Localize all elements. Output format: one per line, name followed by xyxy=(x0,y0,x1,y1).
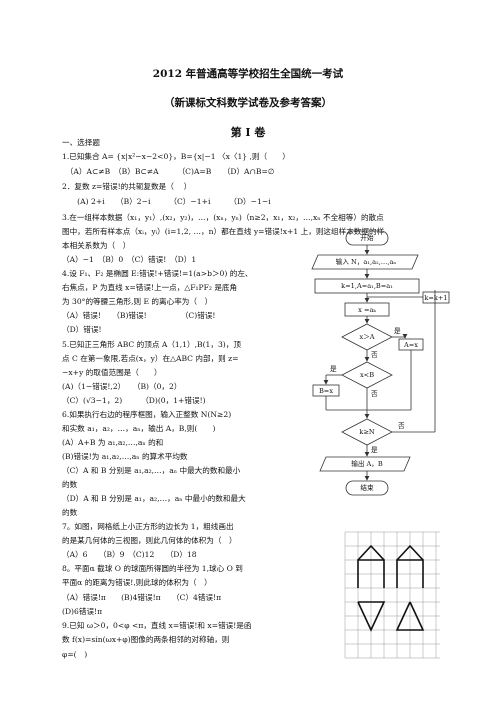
question-5-options-cd: （C）(√3−1，2) （D)(0，1+错误!) xyxy=(62,396,206,405)
question-5-options-ab: (A)（1−错误!,2） （B)（0，2） xyxy=(62,382,182,391)
flow-increment-node xyxy=(422,291,450,304)
flow-cond2-no: 否 xyxy=(371,390,378,398)
flow-cond2-label: x<B xyxy=(359,371,375,379)
flow-input-label: 输入 N，a₁,a₂,…,aₙ xyxy=(335,258,397,266)
flow-cond3-label: k≥N xyxy=(359,428,375,436)
flow-cond1-label: x＞A xyxy=(359,333,375,341)
flow-end-terminal xyxy=(345,480,389,496)
flow-cond3-yes: 是 xyxy=(371,446,378,454)
question-6-option-c: （C）A 和 B 分别是 a₁,a₂,…，aₙ 中最大的数和最小 xyxy=(62,466,241,475)
question-9-line-2: 数 f(x)=sin(ωx+φ)图像的两条相邻的对称轴，则 xyxy=(62,635,230,644)
question-3-options: （A）−1 （B）0 （C）错误! （D）1 xyxy=(62,255,197,264)
flow-set-b-label: B=x xyxy=(318,387,334,395)
flow-cond2-yes: 是 xyxy=(330,365,337,373)
question-6-option-c-cont: 的数 xyxy=(62,480,78,489)
question-2-stem: 2．复数 z=错误!的共轭复数是（ ） xyxy=(62,182,192,191)
question-4-line-1: 4.设 F₁、F₂ 是椭圆 E:错误!+错误!=1(a>b＞0) 的左、 xyxy=(62,269,253,278)
flow-input-node xyxy=(311,254,419,270)
three-view-grid xyxy=(344,531,440,659)
flow-assign-label: x =aₖ xyxy=(358,306,376,314)
flow-set-a-label: A=x xyxy=(403,341,418,349)
question-2-options: (A) 2+i （B）2−i （C）−1+i （D）−1−i xyxy=(62,197,271,206)
question-5-line-2: 点 C 在第一象限,若点(x，y）在△ABC 内部，则 z= xyxy=(62,354,239,363)
question-6-option-b: (B)错误!为 a₁,a₂,…,aₙ 的算术平均数 xyxy=(62,452,188,461)
flow-cond3-no: 否 xyxy=(398,422,405,430)
flow-start-label: 开始 xyxy=(360,234,374,242)
three-view-outline xyxy=(357,544,425,632)
question-4-line-3: 为 30°的等腰三角形,则 E 的离心率为（ ） xyxy=(62,297,213,306)
question-7-line-2: 的是某几何体的三视图，则此几何体的体积为（ ） xyxy=(62,536,237,545)
question-8-line-2: 平面α 的距离为错误!,则此球的体积为（ ） xyxy=(62,578,212,587)
flow-cond1-yes: 是 xyxy=(394,327,401,335)
flow-init-label: k=1,A=a₁,B=a₁ xyxy=(341,282,393,290)
flow-cond1-no: 否 xyxy=(371,351,378,359)
section-heading: 一、选择题 xyxy=(62,138,100,147)
question-5-line-3: −x+y 的取值范围是（ ） xyxy=(62,368,162,377)
question-7-line-1: 7。如图，网格纸上小正方形的边长为 1，粗线画出 xyxy=(62,522,234,531)
exam-subtitle: （新课标文科数学试卷及参考答案） xyxy=(164,97,332,109)
flow-increment-label: k=k+1 xyxy=(424,294,448,302)
question-8-options: （A）错误!π (B)4错误!π （C）4错误!π xyxy=(62,593,222,602)
question-5-line-1: 5.已知正三角形 ABC 的顶点 A（1,1）,B(1，3)，顶 xyxy=(62,340,241,349)
question-6-option-a: (A）A+B 为 a₁,a₂,…,aₙ 的和 xyxy=(62,438,164,447)
flow-end-label: 结束 xyxy=(360,484,374,492)
question-6-option-d-cont: 的数 xyxy=(62,508,78,517)
question-9-line-3: φ=( ) xyxy=(62,650,88,659)
question-3-line-1: 3.在一组样本数据（x₁，y₁）,(x₂，y₂)，…，(xₙ，yₙ)（n≥2，x… xyxy=(62,213,384,222)
question-4-options: （A）错误! （B)错误! （C)错误! xyxy=(62,311,216,320)
exam-title: 2012 年普通高等学校招生全国统一考试 xyxy=(152,68,344,80)
question-3-line-2: 图中，若所有样本点（xᵢ，yᵢ）(i=1,2, …，n）都在直线 y=错误!x+… xyxy=(62,227,385,236)
question-4-line-2: 右焦点，P 为直线 x=错误!上一点，△F₁PF₂ 是底角 xyxy=(62,283,238,292)
question-6-line-1: 6.如果执行右边的程序框图，输入正整数 N(N≥2) xyxy=(62,410,232,419)
question-1-options: （A）A⊂≠B （B）B⊂≠A （C)A=B （D）A∩B=∅ xyxy=(62,167,275,176)
question-6-option-d: （D）A 和 B 分别是 a₁，a₂,…，aₙ 中最小的数和最大 xyxy=(62,494,246,503)
question-9-line-1: 9.已知 ω＞0，0<φ <π，直线 x=错误!和 x=错误!是函 xyxy=(62,621,252,630)
flow-output-label: 输出 A，B xyxy=(351,460,383,468)
part-heading: 第 I 卷 xyxy=(230,126,266,139)
question-7-options: （A）6 （B）9 （C)12 （D）18 xyxy=(62,550,197,559)
question-8-option-d: (D)6错误!π xyxy=(62,607,103,616)
question-1-stem: 1.已知集合 A= {x|x²−x−2<0}，B={x|−1 〈x〈1} ,则（… xyxy=(62,152,290,161)
question-6-line-2: 和实数 a₁，a₂，…，aₙ，输出 A，B,则( ) xyxy=(62,424,216,433)
flow-output-node xyxy=(319,456,411,472)
question-4-option-d: （D）错误! xyxy=(62,325,102,334)
question-8-line-1: 8。平面α 截球 O 的球面所得圆的半径为 1,球心 O 到 xyxy=(62,564,243,573)
question-3-line-3: 本相关系数为（ ） xyxy=(62,241,131,250)
